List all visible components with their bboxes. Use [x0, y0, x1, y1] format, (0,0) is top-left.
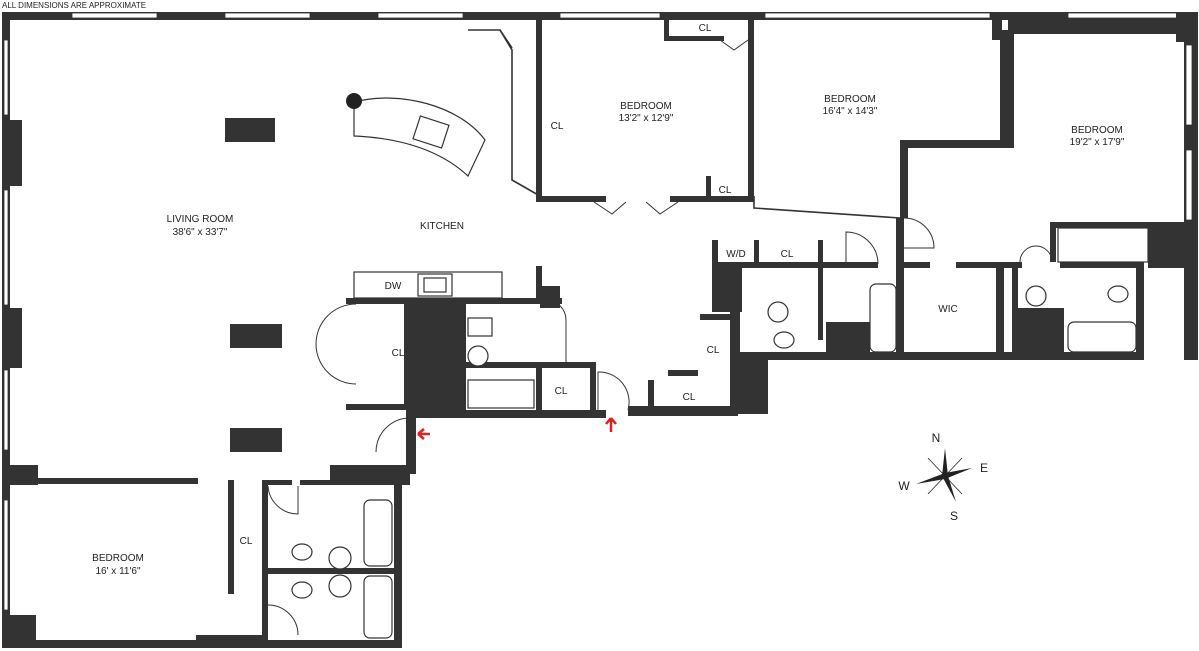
compass-north: N [932, 431, 941, 445]
closet-label: CL [683, 392, 696, 403]
toilet-icon [291, 543, 313, 561]
bedroom-2-name: BEDROOM [824, 94, 876, 105]
interior-walls [228, 20, 1150, 640]
closet-label: CL [551, 121, 564, 132]
sink-icon [328, 574, 352, 598]
entry-arrow-icon [417, 428, 430, 440]
bathtub-icon [363, 499, 393, 567]
bedroom-3-name: BEDROOM [1071, 125, 1123, 136]
compass-rose: N E S W [898, 431, 988, 523]
bedroom-4-name: BEDROOM [92, 553, 144, 564]
fixtures [225, 93, 1149, 639]
toilet-icon [467, 317, 493, 337]
toilet-icon [1107, 285, 1129, 303]
closet-label: CL [707, 345, 720, 356]
bedroom-4-dims: 16' x 11'6" [96, 566, 141, 577]
shower-icon [1057, 227, 1149, 263]
door-swings [267, 39, 1053, 636]
closet-label: CL [781, 249, 794, 260]
bedroom-3-dims: 19'2" x 17'9" [1070, 137, 1125, 148]
closet-label: CL [240, 536, 253, 547]
sink-icon [467, 345, 489, 367]
entry-arrow-icon [605, 417, 617, 432]
thin-lines [353, 29, 901, 299]
closet-label: CL [555, 386, 568, 397]
cooktop-icon [412, 115, 450, 149]
kitchen-name: KITCHEN [420, 221, 464, 232]
bedroom-1-dims: 13'2" x 12'9" [619, 113, 674, 124]
closet-label: CL [699, 23, 712, 34]
closet-label: CL [392, 348, 405, 359]
living-room-dims: 38'6" x 33'7" [173, 227, 228, 238]
living-room-name: LIVING ROOM [167, 214, 234, 225]
compass-east: E [980, 461, 988, 475]
shower-icon [467, 379, 535, 409]
bathtub-icon [1067, 321, 1137, 353]
bathtub-icon [363, 575, 393, 639]
disclaimer: ALL DIMENSIONS ARE APPROXIMATE [2, 1, 146, 10]
dishwasher-label: DW [385, 281, 402, 292]
walk-in-closet-label: WIC [938, 304, 957, 315]
bathtub-icon [869, 283, 897, 353]
entry-arrows [417, 417, 617, 440]
bedroom-1-name: BEDROOM [620, 101, 672, 112]
toilet-icon [291, 581, 313, 599]
closet-label: CL [719, 185, 732, 196]
sink-icon [767, 301, 789, 323]
compass-south: S [950, 509, 958, 523]
compass-west: W [898, 479, 910, 493]
sink-icon [1025, 285, 1047, 307]
bedroom-2-dims: 16'4" x 14'3" [823, 106, 878, 117]
sink-icon [328, 546, 352, 570]
washer-dryer-label: W/D [726, 249, 745, 260]
room-labels: LIVING ROOM 38'6" x 33'7" KITCHEN BEDROO… [92, 23, 1125, 577]
stool-icon [346, 93, 362, 109]
outer-walls [2, 12, 1198, 648]
toilet-icon [773, 331, 795, 349]
